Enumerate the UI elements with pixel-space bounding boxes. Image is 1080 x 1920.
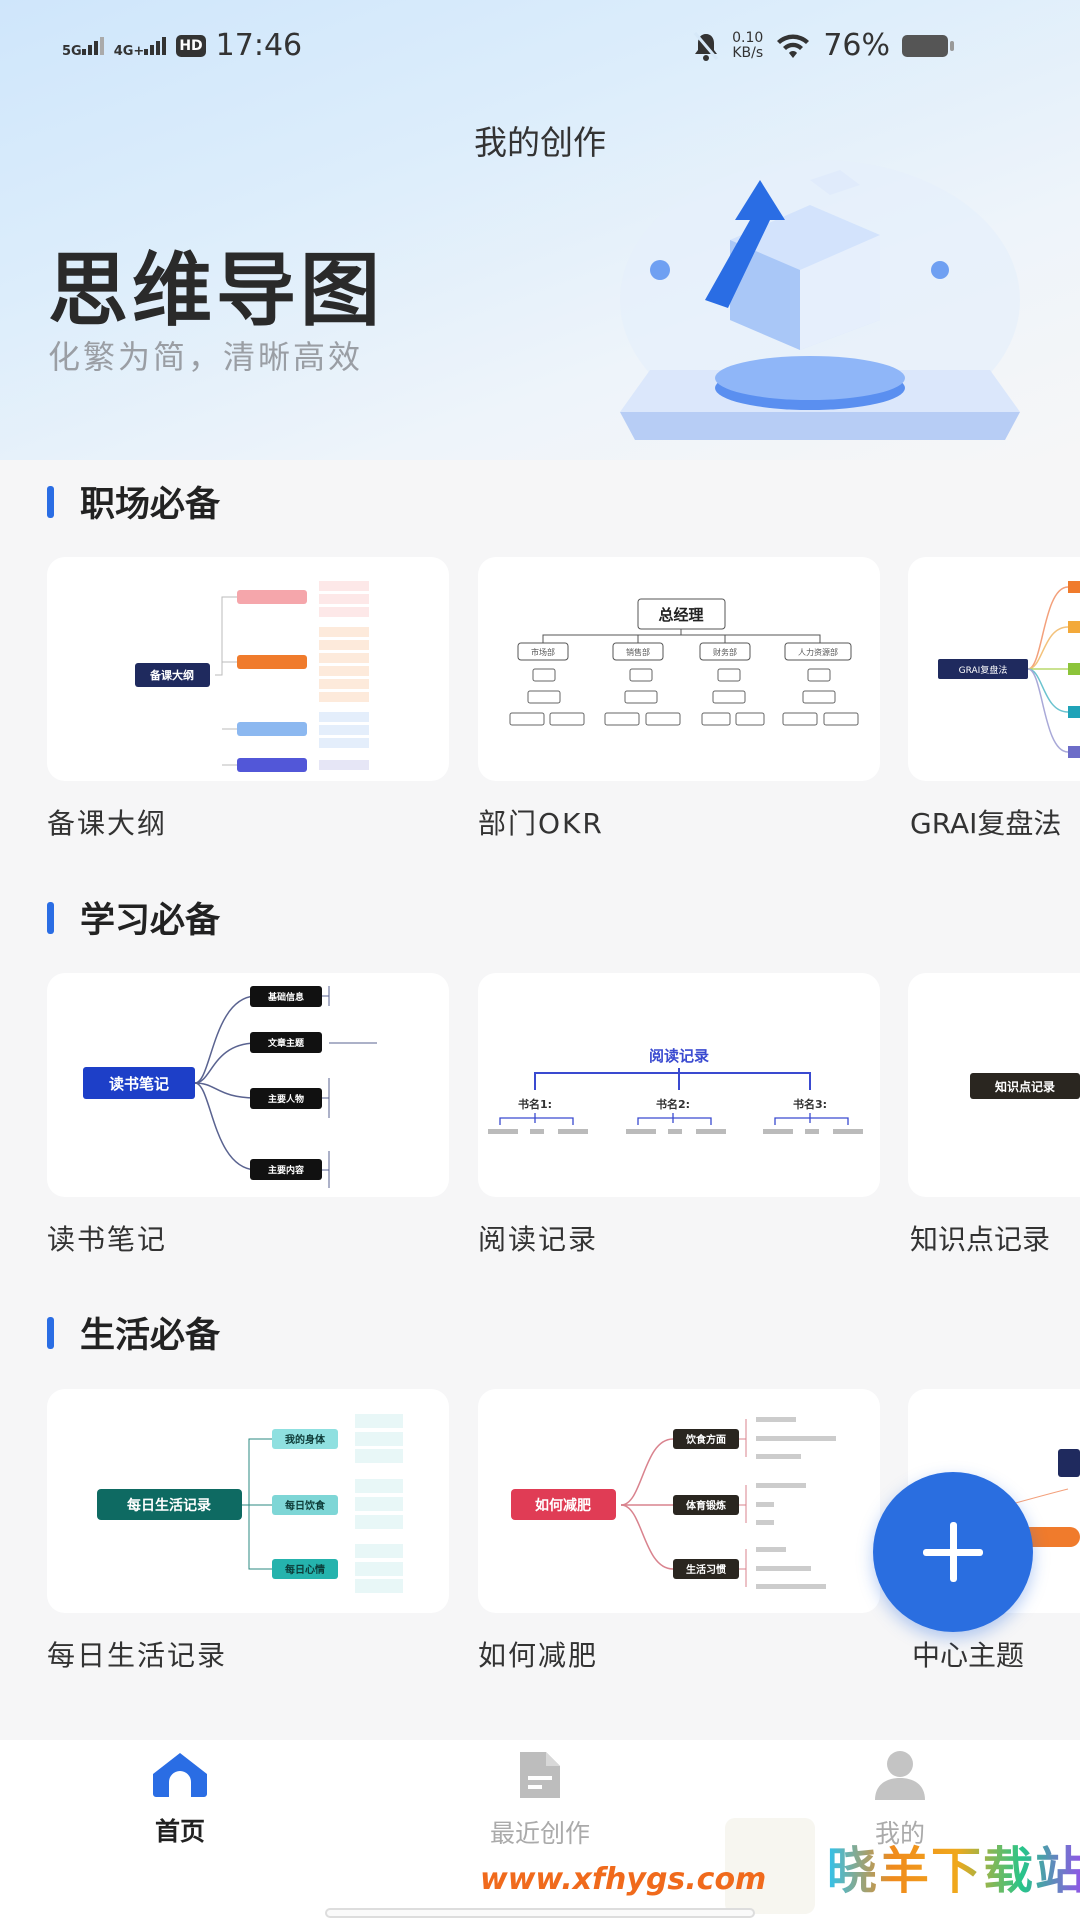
thumb-node: 书名1:: [518, 1097, 552, 1111]
thumb-node: 基础信息: [267, 991, 304, 1003]
template-card-daily-life[interactable]: 每日生活记录 我的身体 每日饮食 每日心情: [47, 1389, 449, 1613]
bottom-nav: 首页 最近创作 我的: [0, 1740, 1080, 1920]
nav-label: 首页: [154, 1817, 205, 1846]
speed-value: 0.10: [732, 29, 764, 46]
thumb-root: 总经理: [658, 606, 703, 624]
thumb-node: 主要内容: [268, 1164, 304, 1176]
template-card-dept-okr[interactable]: 总经理 市场部 销售部 财务部 人力资源部: [478, 557, 880, 781]
mindmap-thumbnail: GRAI复盘法: [938, 581, 1080, 758]
thumb-node: 财务部: [713, 647, 737, 657]
thumb-node: 书名3:: [793, 1097, 827, 1111]
nav-profile[interactable]: 我的: [800, 1750, 1000, 1850]
hero-subtitle: 化繁为简，清晰高效: [48, 338, 364, 376]
watermark-url: www.xfhygs.com: [480, 1862, 767, 1897]
section-study: 学习必备: [47, 892, 220, 943]
hd-icon: HD: [176, 34, 206, 57]
section-title: 学习必备: [80, 901, 221, 941]
mindmap-thumbnail: 如何减肥 饮食方面 体育锻炼 生活习惯: [511, 1417, 836, 1589]
tree-thumbnail: 阅读记录 书名1: 书名2: 书名3:: [488, 1047, 863, 1134]
thumb-node: 饮食方面: [685, 1433, 726, 1446]
thumb-node: 我的身体: [285, 1433, 326, 1446]
nav-label: 最近创作: [489, 1819, 590, 1848]
thumb-node: 体育锻炼: [686, 1499, 726, 1512]
nav-home[interactable]: 首页: [80, 1750, 280, 1848]
section-workplace: 职场必备: [47, 476, 220, 527]
thumb-node: 每日心情: [285, 1563, 325, 1576]
home-indicator[interactable]: [325, 1908, 755, 1918]
org-chart-thumbnail: 总经理 市场部 销售部 财务部 人力资源部: [509, 598, 859, 726]
battery-percent: 76%: [823, 28, 890, 63]
nav-recent[interactable]: 最近创作: [440, 1750, 640, 1850]
card-label[interactable]: 如何减肥: [478, 1639, 599, 1672]
mute-bell-icon: [693, 31, 719, 61]
watermark-text: 晓羊下载站: [827, 1842, 1080, 1900]
mindmap-thumbnail: 知识点记录: [970, 1073, 1080, 1099]
section-life: 生活必备: [47, 1307, 220, 1358]
thumb-node: 主要人物: [268, 1093, 304, 1105]
card-label[interactable]: 中心主题: [912, 1639, 1025, 1672]
template-card-knowledge-notes[interactable]: 知识点记录: [908, 973, 1080, 1197]
thumb-root: 知识点记录: [994, 1079, 1055, 1094]
thumb-root: GRAI复盘法: [959, 664, 1008, 676]
hero-illustration: [620, 160, 1020, 440]
card-label[interactable]: 读书笔记: [47, 1223, 168, 1256]
card-label[interactable]: 知识点记录: [910, 1223, 1051, 1256]
card-label[interactable]: GRAI复盘法: [910, 807, 1062, 840]
net1-label: 5G: [62, 44, 82, 59]
template-card-grai[interactable]: GRAI复盘法: [908, 557, 1080, 781]
clock: 17:46: [215, 28, 303, 63]
nav-label: 我的: [874, 1819, 925, 1848]
thumb-root: 读书笔记: [109, 1075, 169, 1093]
signal-4g-icon: 4G+: [114, 28, 167, 63]
template-card-weight-loss[interactable]: 如何减肥 饮食方面 体育锻炼 生活习惯: [478, 1389, 880, 1613]
card-label[interactable]: 阅读记录: [478, 1223, 599, 1256]
template-card-lesson-outline[interactable]: 备课大纲: [47, 557, 449, 781]
user-icon: [875, 1751, 925, 1800]
thumb-root: 阅读记录: [649, 1047, 709, 1065]
mindmap-thumbnail: 备课大纲: [135, 581, 369, 772]
section-title: 职场必备: [80, 485, 221, 525]
hero-title: 思维导图: [48, 244, 384, 337]
thumb-node: 每日饮食: [285, 1499, 326, 1512]
template-card-reading-log[interactable]: 阅读记录 书名1: 书名2: 书名3:: [478, 973, 880, 1197]
thumb-root: 备课大纲: [149, 668, 194, 682]
signal-5g-icon: 5G: [62, 28, 104, 63]
card-label[interactable]: 部门OKR: [478, 807, 604, 840]
speed-unit: KB/s: [732, 44, 764, 61]
thumb-root: 如何减肥: [535, 1497, 591, 1514]
thumb-node: 市场部: [531, 647, 555, 657]
home-icon: [153, 1753, 207, 1797]
thumb-node: 销售部: [626, 647, 650, 657]
template-card-reading-notes[interactable]: 读书笔记 基础信息 文章主题 主要人物 主要内容: [47, 973, 449, 1197]
card-label[interactable]: 每日生活记录: [47, 1639, 228, 1672]
battery-icon: [902, 34, 954, 57]
net2-label: 4G+: [113, 44, 145, 59]
mindmap-thumbnail: 读书笔记 基础信息 文章主题 主要人物 主要内容: [83, 986, 377, 1188]
thumb-root: 每日生活记录: [127, 1497, 211, 1514]
thumb-node: 书名2:: [656, 1097, 690, 1111]
page-title: 我的创作: [474, 123, 606, 162]
thumb-node: 生活习惯: [686, 1563, 726, 1576]
thumb-node: 人力资源部: [798, 647, 838, 657]
card-label[interactable]: 备课大纲: [47, 807, 168, 840]
sheep-logo-icon: [725, 1818, 815, 1914]
create-new-button[interactable]: [873, 1472, 1033, 1632]
section-accent-bar: [47, 1316, 54, 1349]
mindmap-thumbnail: 每日生活记录 我的身体 每日饮食 每日心情: [97, 1414, 403, 1593]
document-icon: [520, 1752, 560, 1798]
thumb-node: 文章主题: [267, 1037, 305, 1049]
section-accent-bar: [47, 901, 54, 934]
section-title: 生活必备: [80, 1316, 221, 1356]
wifi-icon: [777, 34, 810, 58]
section-accent-bar: [47, 485, 54, 518]
